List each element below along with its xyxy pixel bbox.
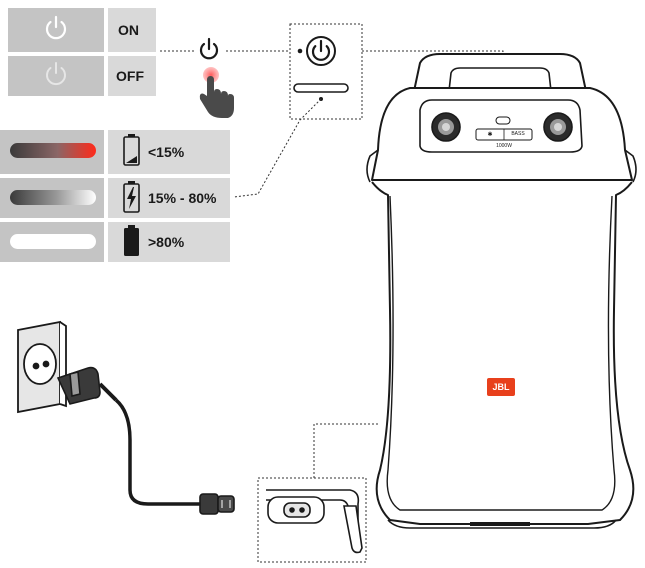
battery-high-led-bar [10,234,96,249]
battery-mid-led-bar [10,190,96,205]
power-on-icon [45,15,67,40]
iec-connector-icon [199,493,235,515]
finger-press-icon [199,67,234,118]
bass-button-label: BASS [511,131,525,137]
callout-power-button-icon [306,36,336,66]
callout-box [289,23,363,120]
power-on-label-cell [108,8,156,52]
power-off-icon [46,62,66,86]
top-panel-text: 1000W [496,143,512,149]
jbl-logo-text: JBL [492,382,510,392]
power-off-label-cell [108,56,156,96]
power-on-label: ON [118,22,139,38]
battery-mid-label: 15% - 80% [148,190,217,206]
leader-line-port [313,423,378,478]
speaker-power-button [495,116,511,125]
battery-low-led-bar [10,143,96,158]
leader-line-speaker [362,50,504,138]
jbl-logo-badge [487,378,515,396]
battery-low-icon [123,134,140,166]
ac-port-icon [266,489,363,554]
power-plug-icon [56,366,118,405]
right-knob [543,112,573,142]
wall-outlet-icon [17,320,67,414]
battery-high-label: >80% [148,234,185,250]
callout-led-bar [293,83,349,93]
light-button-label: ✱ [487,131,493,138]
left-knob [431,112,461,142]
power-on-icon-cell [8,8,104,52]
power-icon [199,37,219,60]
power-cable [114,398,200,506]
power-off-label: OFF [116,68,144,84]
leader-line-battery [233,98,322,198]
speaker [366,53,637,529]
battery-low-label: <15% [148,144,185,160]
battery-full-icon [124,225,139,256]
battery-charging-icon [123,181,140,213]
